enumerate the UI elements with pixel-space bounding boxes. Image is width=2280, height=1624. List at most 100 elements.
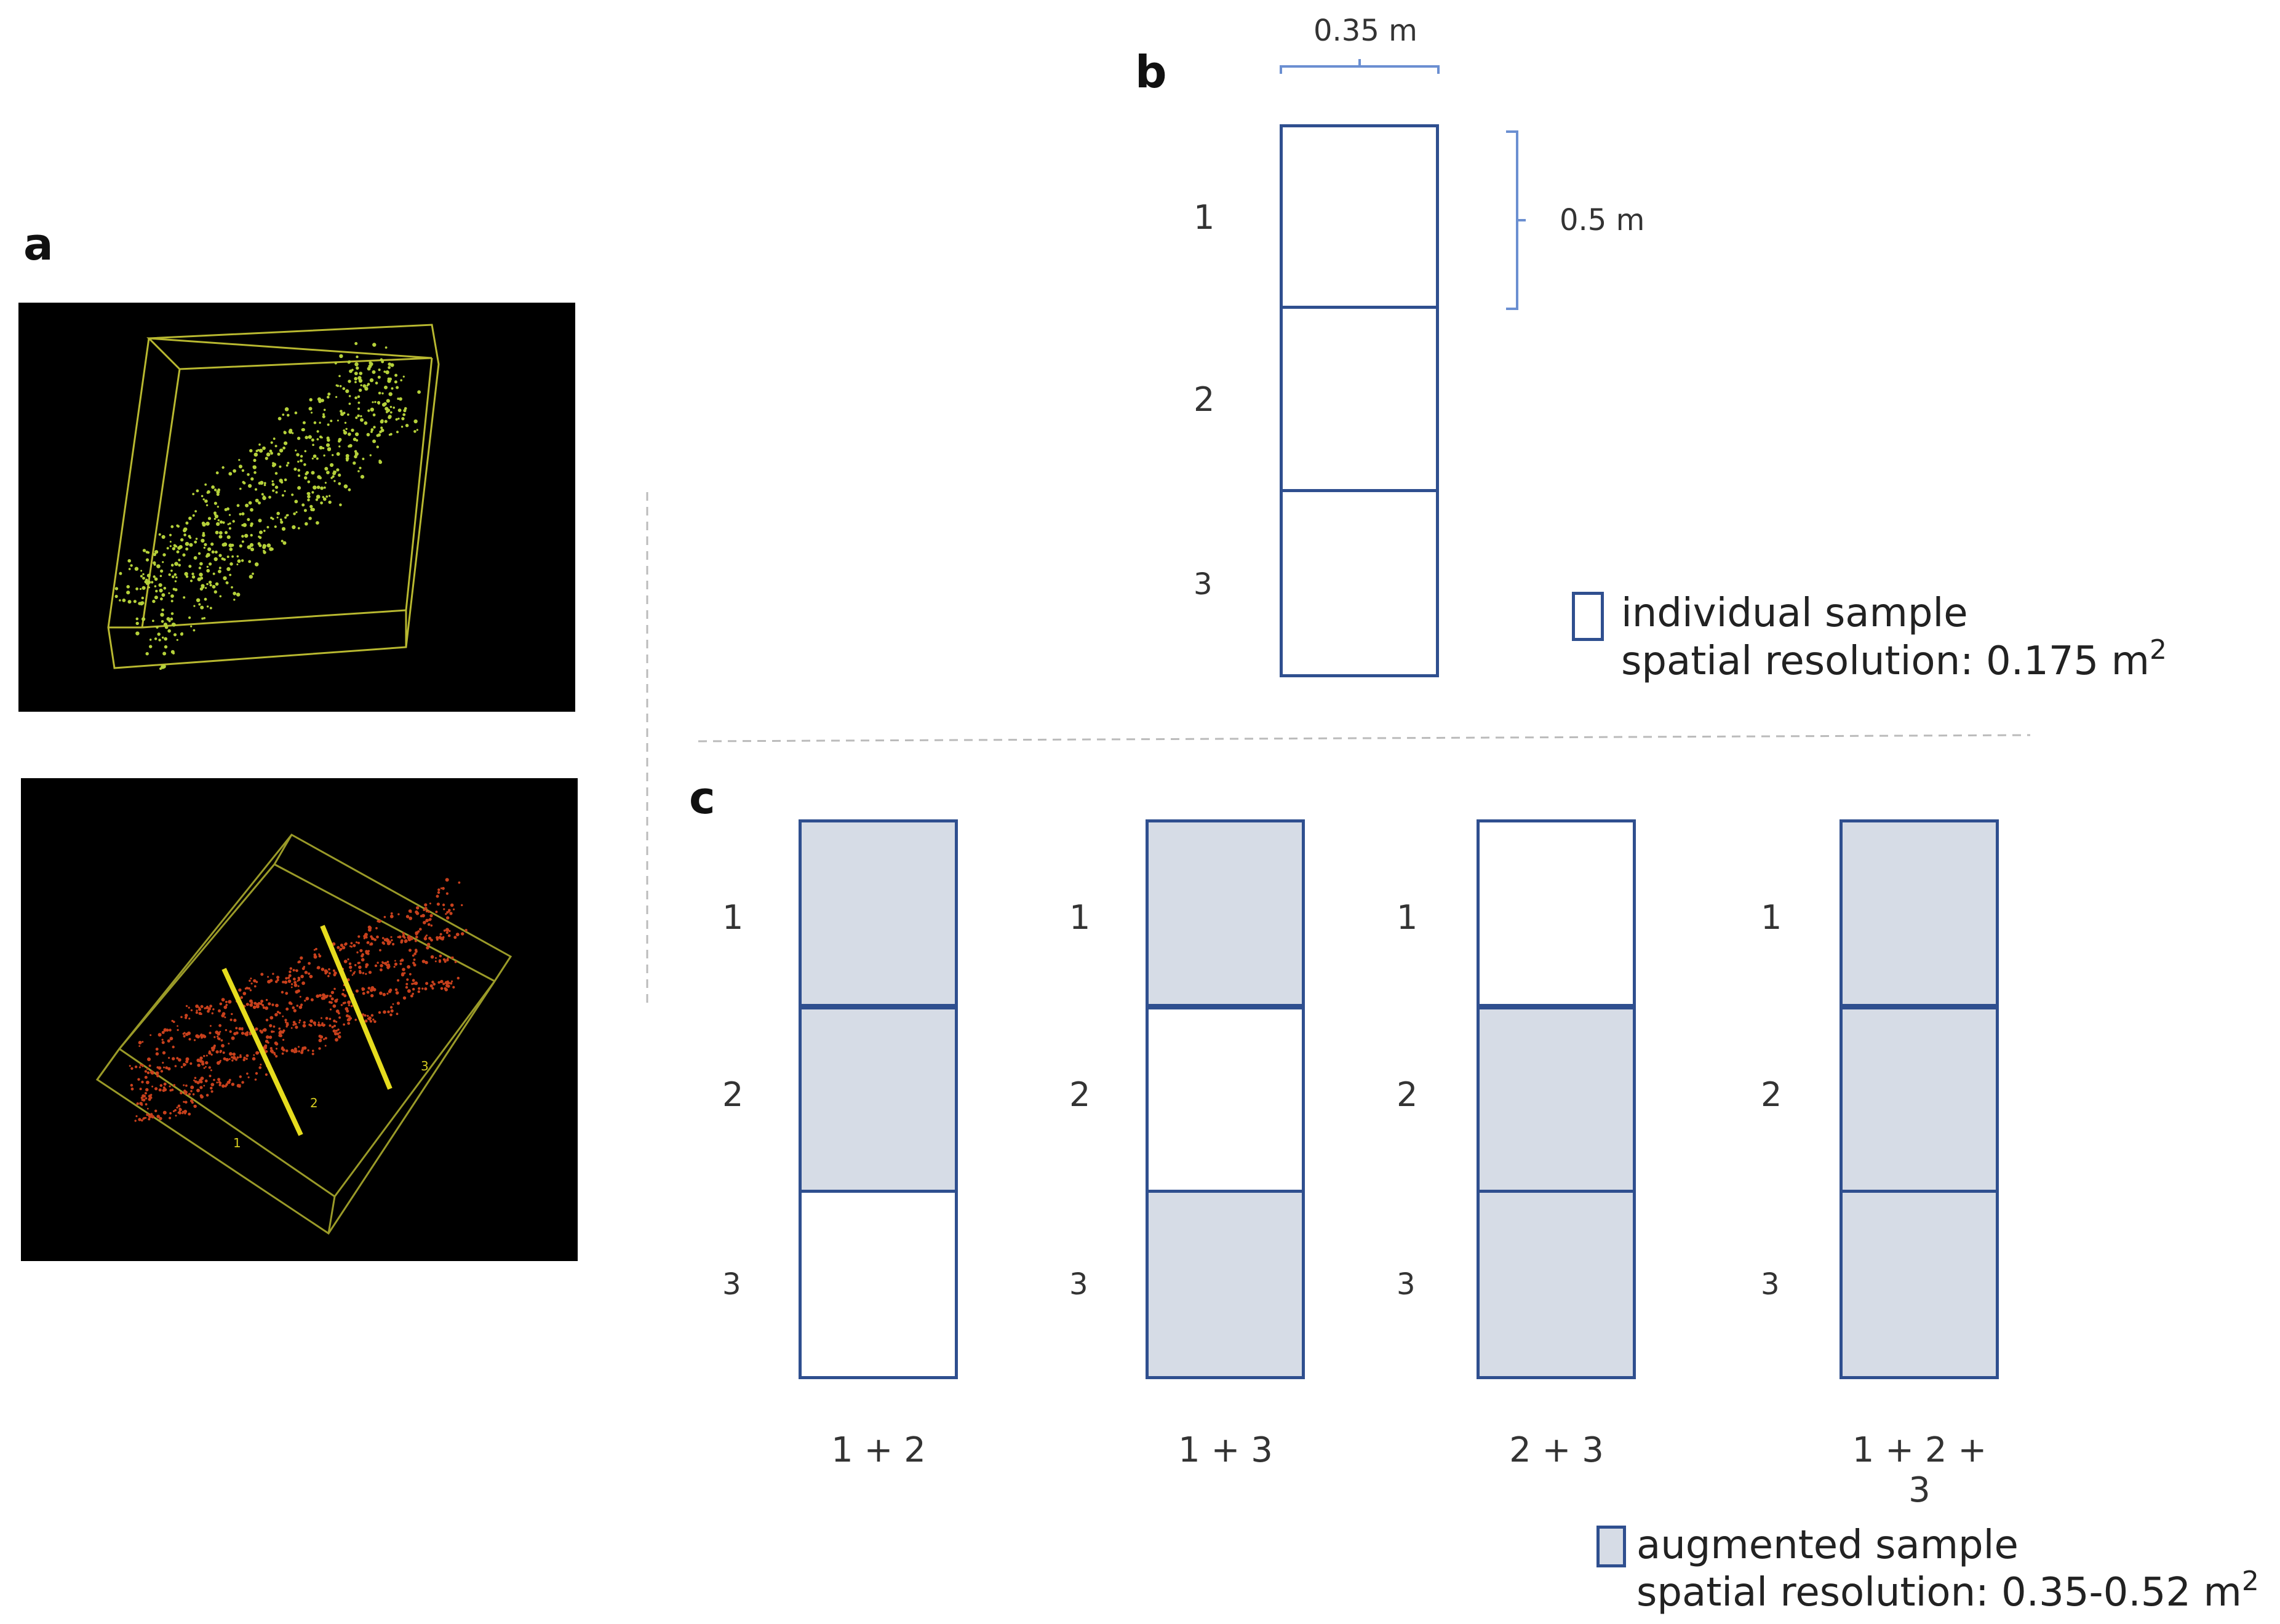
green-point <box>172 587 176 591</box>
green-point <box>170 563 174 567</box>
red-point <box>338 1032 341 1034</box>
green-point <box>200 605 204 610</box>
red-point <box>294 1022 297 1025</box>
red-point <box>303 966 306 968</box>
green-point <box>142 617 146 621</box>
red-point <box>350 1005 353 1008</box>
green-point <box>265 456 268 460</box>
red-point <box>144 1092 147 1095</box>
green-point <box>357 395 361 398</box>
green-point <box>384 420 388 423</box>
green-point <box>369 378 374 383</box>
green-point <box>228 472 233 476</box>
red-point <box>370 942 373 946</box>
b-row-label-1: 1 <box>1194 198 1215 237</box>
red-point <box>276 1048 277 1050</box>
green-point <box>322 496 325 498</box>
red-point <box>338 1012 340 1015</box>
red-point <box>461 904 463 907</box>
red-point <box>381 941 385 944</box>
green-point <box>133 600 137 603</box>
green-point <box>219 595 222 598</box>
red-point <box>213 1078 215 1081</box>
red-point <box>402 932 405 935</box>
red-point <box>216 1081 218 1084</box>
green-point <box>335 396 338 398</box>
red-point <box>443 958 446 961</box>
red-point <box>439 954 442 958</box>
red-point <box>313 1021 316 1025</box>
red-point <box>443 929 446 932</box>
red-point <box>332 969 335 972</box>
green-point <box>274 445 277 448</box>
red-point <box>318 1047 321 1050</box>
red-point <box>383 1010 386 1014</box>
green-point <box>207 490 210 494</box>
red-point <box>423 921 426 925</box>
green-point <box>377 400 381 405</box>
width-bracket <box>1280 59 1440 74</box>
red-point <box>243 1056 246 1059</box>
red-point <box>209 1075 212 1078</box>
red-point <box>138 1066 141 1069</box>
green-point <box>258 448 263 453</box>
red-point <box>386 939 389 942</box>
green-point <box>393 406 395 409</box>
green-point <box>255 450 258 453</box>
red-point <box>232 1053 236 1056</box>
red-point <box>443 908 445 910</box>
green-point <box>356 355 359 359</box>
green-point <box>374 400 377 404</box>
green-point <box>345 456 349 461</box>
red-point <box>316 994 320 998</box>
green-point <box>323 497 327 501</box>
red-point <box>271 1003 274 1006</box>
red-point <box>143 1094 146 1098</box>
green-point <box>149 645 153 648</box>
green-point <box>384 385 388 389</box>
green-point <box>332 471 336 476</box>
green-point <box>149 639 152 641</box>
red-point <box>210 1083 215 1086</box>
green-point <box>194 510 197 512</box>
red-point <box>413 958 416 961</box>
green-point <box>253 471 257 474</box>
red-point <box>297 989 300 993</box>
green-point <box>249 449 253 453</box>
red-point <box>329 1017 332 1021</box>
red-point <box>290 1027 293 1029</box>
green-point <box>192 514 195 517</box>
red-point <box>245 1003 249 1006</box>
green-point <box>345 389 349 393</box>
green-point <box>195 538 198 540</box>
green-point <box>241 535 244 538</box>
red-point <box>450 982 453 985</box>
red-point <box>337 945 340 949</box>
c-col-3-row-label-1: 1 <box>1397 898 1418 937</box>
red-point <box>136 1102 139 1105</box>
green-point <box>304 476 308 480</box>
green-point <box>204 483 207 486</box>
red-point <box>319 993 322 997</box>
red-point <box>430 938 433 942</box>
green-point <box>301 503 305 507</box>
green-point <box>327 447 332 452</box>
green-point <box>258 544 262 547</box>
green-point <box>348 360 351 364</box>
legend-augmented-swatch <box>1596 1526 1626 1567</box>
red-point <box>169 1112 172 1115</box>
red-point <box>437 888 440 891</box>
red-point <box>265 1050 268 1053</box>
green-point <box>280 520 284 524</box>
green-point <box>139 587 142 591</box>
green-point <box>114 594 118 599</box>
red-point <box>338 1016 341 1019</box>
green-point <box>316 485 321 489</box>
red-point <box>362 972 365 974</box>
red-point <box>359 971 362 974</box>
green-point <box>232 520 235 523</box>
red-point <box>262 1006 266 1009</box>
green-point <box>377 375 381 379</box>
red-point <box>274 980 278 984</box>
green-point <box>231 555 234 558</box>
